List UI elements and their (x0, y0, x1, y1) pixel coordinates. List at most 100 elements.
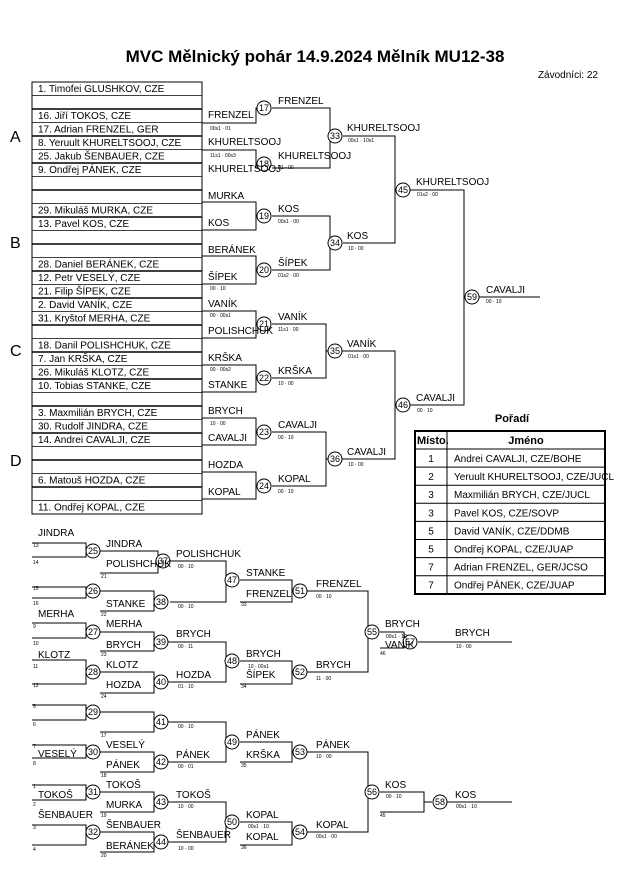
svg-text:44: 44 (156, 837, 166, 847)
winner-label: KHURELTSOOJ (347, 123, 420, 134)
ranking-place: 1 (428, 454, 434, 465)
repechage-name: KLOTZ (38, 650, 70, 661)
match-53: 53 (292, 744, 308, 760)
match-38: 38 (153, 594, 169, 610)
winner-label: BERÁNEK (208, 243, 256, 256)
svg-text:31: 31 (88, 787, 98, 797)
entry-name: 9. Ondřej PÁNEK, CZE (38, 163, 142, 176)
svg-text:39: 39 (156, 637, 166, 647)
seed-number: 36 (241, 845, 247, 851)
score: 01s2 · 00 (278, 273, 299, 279)
score: 00 · 10 (278, 435, 294, 441)
pool-label-b: B (10, 235, 21, 252)
svg-text:46: 46 (398, 400, 408, 410)
ranking-title: Pořadí (495, 413, 530, 425)
repechage-seeds: 13 14 15 16 9 10 11 12 5 6 7 8 1 2 3 4 2… (33, 543, 386, 859)
score: 00s1 · 10s1 (348, 138, 374, 144)
match-56: 56 (364, 784, 380, 800)
repechage-name: VANÍK (385, 638, 415, 651)
entry-name: 3. Maxmilián BRYCH, CZE (38, 408, 158, 419)
repechage-name: KOS (385, 780, 406, 791)
winner-label: VANÍK (278, 310, 308, 323)
repechage-name: ŠENBAUER (176, 828, 231, 841)
repechage-name: PÁNEK (246, 728, 280, 741)
match-39: 39 (153, 634, 169, 650)
match-22: 22 (256, 370, 272, 386)
svg-text:52: 52 (295, 667, 305, 677)
match-41: 41 (153, 714, 169, 730)
winner-label: FRENZEL (278, 96, 324, 107)
seed-number: 10 (33, 641, 39, 647)
svg-text:25: 25 (88, 546, 98, 556)
repechage-name: TOKOŠ (38, 788, 73, 801)
score: 01 · 00 (278, 165, 294, 171)
repechage-circles: 25 37 26 38 47 51 27 39 55 57 28 48 52 4… (85, 543, 448, 850)
repechage-name: VESELÝ (106, 738, 145, 751)
score: 00 · 10 (386, 794, 402, 800)
entry-name: 12. Petr VESELÝ, CZE (38, 271, 141, 284)
entry-name: 13. Pavel KOS, CZE (38, 219, 129, 230)
score: 00 · 10 (210, 286, 226, 292)
main-bracket-lines (202, 107, 540, 500)
score: 00s1 · 10 (248, 824, 269, 830)
winner-label: CAVALJI (347, 447, 386, 458)
seed-number: 20 (101, 853, 107, 859)
score: 10 · 00 (178, 804, 194, 810)
entry-name: 7. Jan KRŠKA, CZE (38, 352, 128, 365)
seed-number: 23 (101, 652, 107, 658)
match-46: 46 (395, 397, 411, 413)
score: 00s1 · 01 (210, 126, 231, 132)
seed-number: 13 (33, 543, 39, 549)
match-23: 23 (256, 424, 272, 440)
winner-label: CAVALJI (416, 393, 455, 404)
score: 00 · 00s2 (210, 367, 231, 373)
match-32: 32 (85, 824, 101, 840)
entry-name: 11. Ondřej KOPAL, CZE (38, 503, 145, 514)
score: 01 · 10 (178, 684, 194, 690)
winner-label: POLISHCHUK (208, 326, 273, 337)
svg-text:40: 40 (156, 677, 166, 687)
seed-number: 9 (33, 624, 36, 630)
score: 00 · 10 (178, 724, 194, 730)
seed-number: 18 (101, 773, 107, 779)
svg-text:54: 54 (295, 827, 305, 837)
repechage-name: ŠENBAUER (38, 808, 93, 821)
ranking-name: Andrei CAVALJI, CZE/BOHE (454, 454, 582, 465)
svg-text:28: 28 (88, 667, 98, 677)
ranking-place: 2 (428, 472, 434, 483)
repechage-name: BRYCH (455, 628, 490, 639)
winner-label: CAVALJI (208, 433, 247, 444)
repechage-name: BERÁNEK (106, 839, 154, 852)
repechage-name: KOPAL (316, 820, 349, 831)
match-45: 45 (395, 182, 411, 198)
score: 00 · 00s1 (210, 313, 231, 319)
match-51: 51 (292, 583, 308, 599)
repechage-name: MERHA (38, 609, 74, 620)
seed-number: 7 (33, 744, 36, 750)
entry-name: 28. Daniel BERÁNEK, CZE (38, 258, 159, 271)
ranking-frame (414, 430, 606, 595)
repechage-name: KOPAL (246, 832, 279, 843)
winner-label: HOZDA (208, 460, 243, 471)
winner-label: KOS (347, 231, 368, 242)
svg-text:30: 30 (88, 747, 98, 757)
seed-number: 24 (101, 694, 107, 700)
seed-number: 33 (241, 602, 247, 608)
match-29: 29 (85, 704, 101, 720)
match-52: 52 (292, 664, 308, 680)
ranking-place: 7 (428, 563, 434, 574)
entry-name: 14. Andrei CAVALJI, CZE (38, 435, 151, 446)
svg-text:58: 58 (435, 797, 445, 807)
svg-text:38: 38 (156, 597, 166, 607)
match-43: 43 (153, 794, 169, 810)
svg-text:55: 55 (367, 627, 377, 637)
match-40: 40 (153, 674, 169, 690)
match-26: 26 (85, 583, 101, 599)
seed-number: 22 (101, 612, 107, 618)
seed-number: 14 (33, 560, 39, 566)
pool-label-d: D (10, 453, 22, 470)
svg-text:42: 42 (156, 757, 166, 767)
repechage-name: STANKE (106, 599, 146, 610)
